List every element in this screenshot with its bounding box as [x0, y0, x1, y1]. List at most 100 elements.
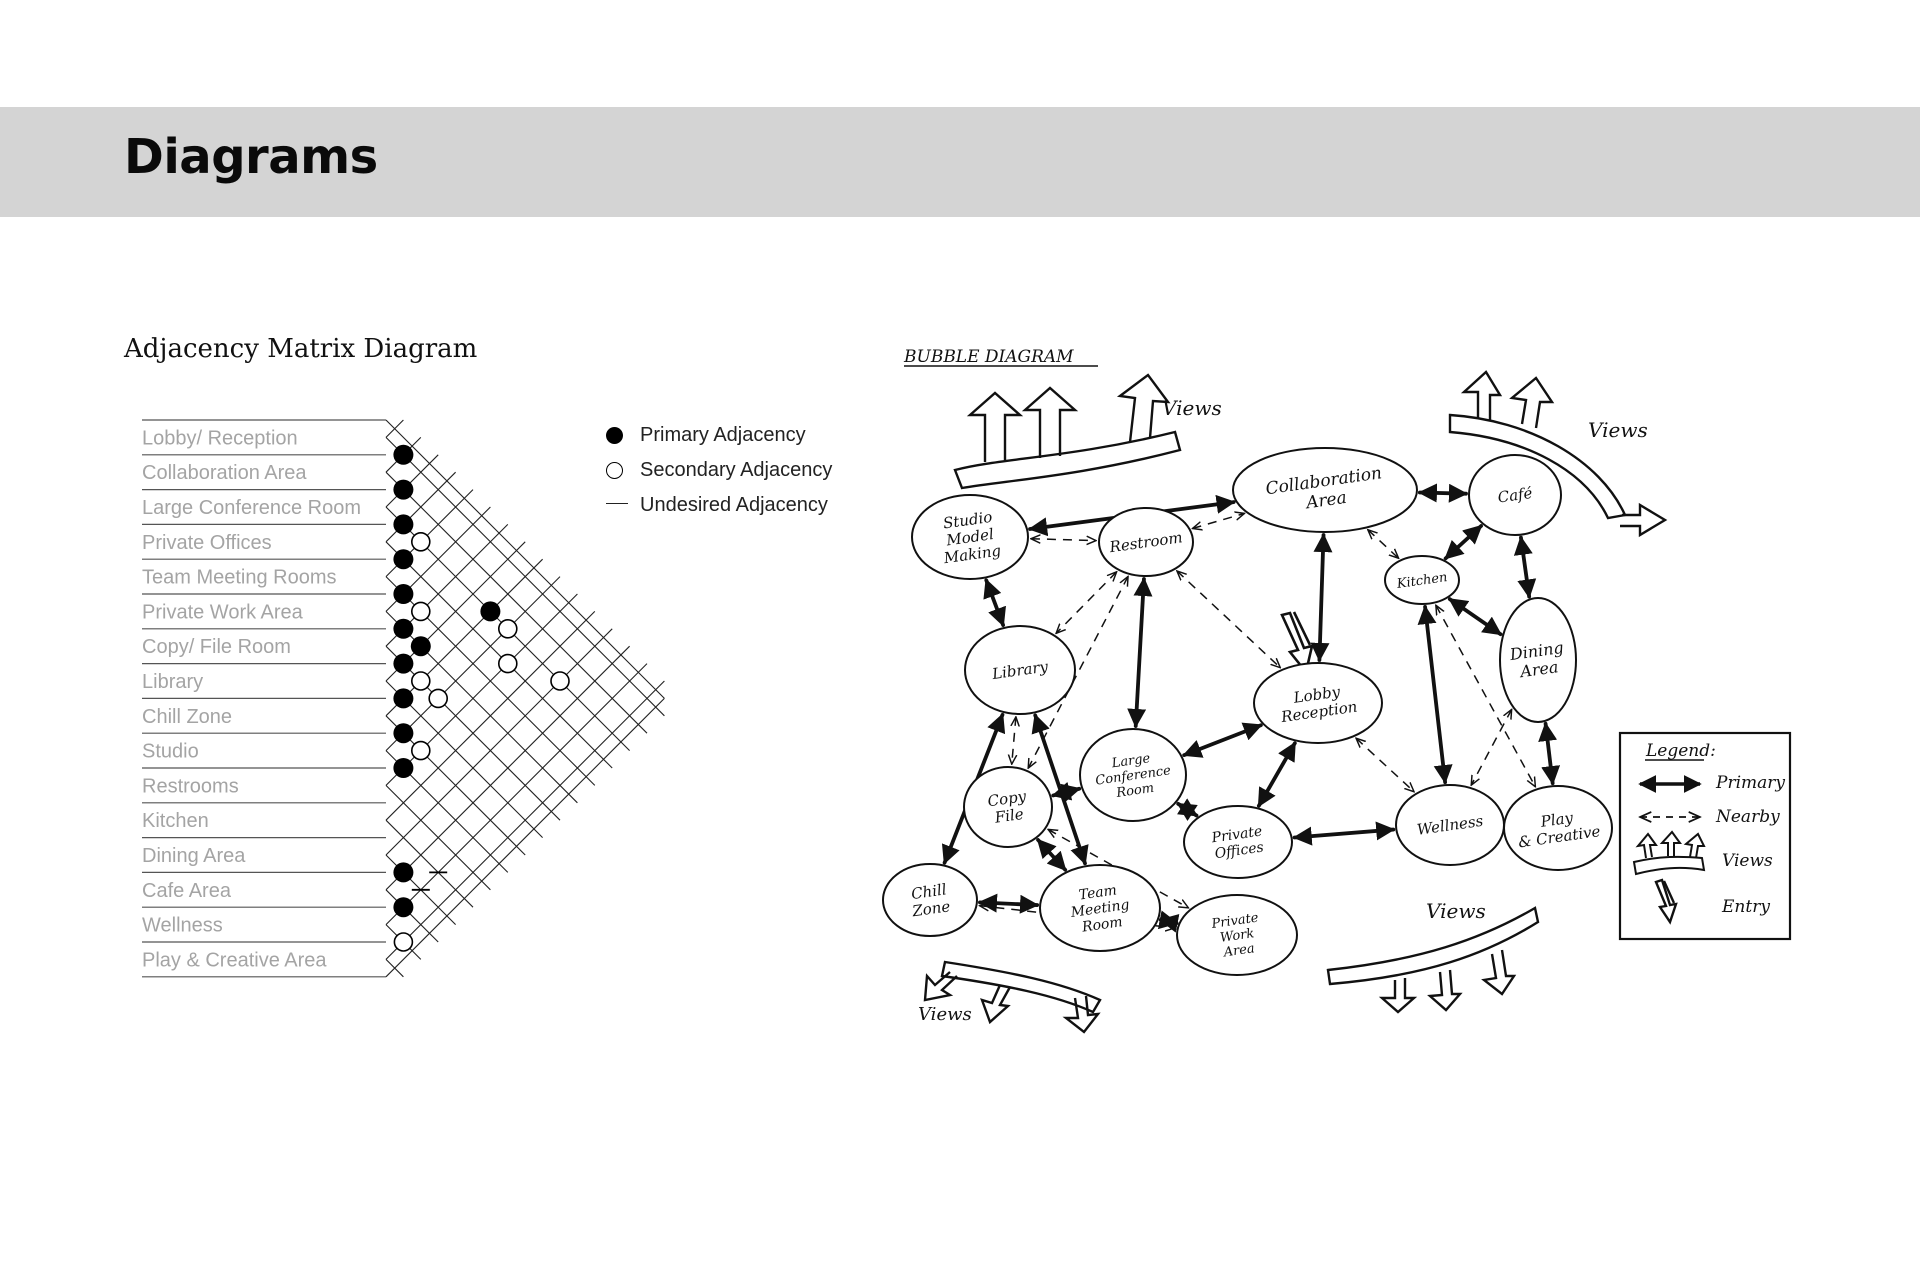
- bubble-label: Work: [1219, 926, 1255, 946]
- primary-link-dining-play: [1538, 721, 1561, 786]
- header-band: Diagrams: [0, 107, 1920, 217]
- bubble-outline: [1176, 894, 1298, 976]
- nearby-link-restroom-collab: [1192, 513, 1244, 528]
- matrix-row-label: Private Offices: [142, 532, 272, 554]
- legend-primary-label: Primary Adjacency: [640, 424, 806, 446]
- bubble-legend-nearby: Nearby: [1715, 807, 1780, 827]
- views-label-top-right: Views: [1588, 418, 1648, 442]
- matrix-secondary-mark: [410, 601, 431, 622]
- bubble-label: File: [993, 805, 1025, 827]
- primary-link-conf-copy: [1051, 781, 1082, 803]
- bubble-wellness: Wellness: [1395, 784, 1505, 866]
- primary-link-collab-lobby: [1310, 533, 1333, 662]
- matrix-row-label: Private Work Area: [142, 601, 304, 623]
- bubble-cafe: Café: [1468, 454, 1562, 536]
- bubble-outline: [1384, 555, 1460, 605]
- bubble-legend: Legend: Primary Nearby Views Entry: [1618, 731, 1792, 941]
- matrix-row-label: Studio: [142, 741, 199, 763]
- matrix-grid: [385, 419, 665, 978]
- primary-link-studio-library: [983, 578, 1006, 627]
- bubble-label: Private: [1210, 910, 1260, 932]
- bubble-label: Large: [1110, 751, 1152, 771]
- primary-link-team-pwork: [1157, 910, 1180, 933]
- bubble-legend-title: Legend:: [1645, 741, 1716, 761]
- matrix-row-label: Chill Zone: [142, 706, 232, 728]
- primary-link-kitchen-dining: [1447, 597, 1503, 637]
- legend-undesired: Undesired Adjacency: [606, 488, 832, 523]
- matrix-row-label: Kitchen: [142, 810, 209, 832]
- legend-primary: Primary Adjacency: [606, 418, 832, 453]
- bubble-label: Room: [1080, 914, 1124, 936]
- primary-link-copy-team: [1036, 838, 1068, 872]
- nearby-link-kitchen-play: [1436, 605, 1536, 786]
- matrix-row-label: Large Conference Room: [142, 497, 361, 519]
- bubble-outline: [911, 494, 1029, 580]
- matrix-primary-mark: [393, 618, 414, 639]
- primary-link-chill-team: [978, 893, 1040, 914]
- views-arrows-top-left: [953, 373, 1182, 490]
- matrix-row-label: Lobby/ Reception: [142, 427, 298, 449]
- matrix-primary-mark: [393, 549, 414, 570]
- primary-link-collab-cafe: [1417, 483, 1468, 503]
- matrix-row-label: Library: [142, 671, 203, 693]
- bubble-play: Play& Creative: [1503, 785, 1613, 871]
- matrix-row-label: Play & Creative Area: [142, 949, 327, 971]
- bubble-label: Café: [1497, 484, 1534, 507]
- matrix-row-label: Wellness: [142, 915, 223, 937]
- bubble-restroom: Restroom: [1098, 507, 1194, 577]
- matrix-row-label: Dining Area: [142, 845, 246, 867]
- bubble-label: Room: [1114, 781, 1154, 801]
- matrix-secondary-mark: [410, 740, 431, 761]
- matrix-row-label: Cafe Area: [142, 880, 232, 902]
- legend-views-icon: [1632, 830, 1706, 876]
- primary-link-lobby-conf: [1182, 722, 1263, 758]
- matrix-secondary-mark: [410, 531, 431, 552]
- matrix-primary-mark: [393, 584, 414, 604]
- bubble-outline: [963, 766, 1053, 848]
- nearby-link-restroom-copy: [1028, 576, 1128, 768]
- views-label-top-left: Views: [1162, 396, 1222, 420]
- bubble-outline: [1039, 864, 1161, 952]
- views-arrows-top-right: [1448, 370, 1668, 538]
- bubble-label: Kitchen: [1395, 570, 1448, 592]
- primary-link-cafe-kitchen: [1443, 524, 1483, 561]
- views-arrows-bottom-right: [1326, 906, 1540, 1014]
- bubble-outline: [1232, 447, 1418, 533]
- views-label-bottom-left: Views: [918, 1004, 972, 1025]
- primary-link-restroom-conf: [1127, 577, 1153, 728]
- primary-link-kitchen-wellness: [1417, 605, 1453, 785]
- bubble-outline: [1253, 662, 1383, 744]
- bubble-label: Team: [1078, 882, 1118, 903]
- bubble-label: Private: [1210, 823, 1263, 846]
- matrix-primary-mark: [393, 444, 414, 465]
- nearby-link-lobby-wellness: [1356, 738, 1414, 792]
- entry-arrow-icon: [1280, 611, 1314, 675]
- matrix-row-label: Collaboration Area: [142, 462, 307, 484]
- bubble-label: Area: [1222, 941, 1256, 960]
- open-circle-icon: [606, 462, 623, 479]
- nearby-link-dining-wellness: [1471, 709, 1511, 785]
- bubble-outline: [1098, 507, 1194, 577]
- matrix-primary-mark: [393, 897, 414, 918]
- bubble-outline: [964, 625, 1076, 715]
- legend-secondary: Secondary Adjacency: [606, 453, 832, 488]
- page-title: Diagrams: [124, 129, 378, 185]
- matrix-secondary-mark: [428, 688, 449, 709]
- bubble-outline: [1468, 454, 1562, 536]
- bubble-label: Zone: [910, 897, 951, 920]
- legend-secondary-label: Secondary Adjacency: [640, 459, 833, 481]
- bubble-outline: [882, 863, 978, 937]
- bubble-label: Chill: [910, 880, 948, 903]
- matrix-primary-mark: [393, 514, 414, 535]
- bubble-legend-box: [1618, 731, 1792, 941]
- dash-icon: [606, 502, 628, 505]
